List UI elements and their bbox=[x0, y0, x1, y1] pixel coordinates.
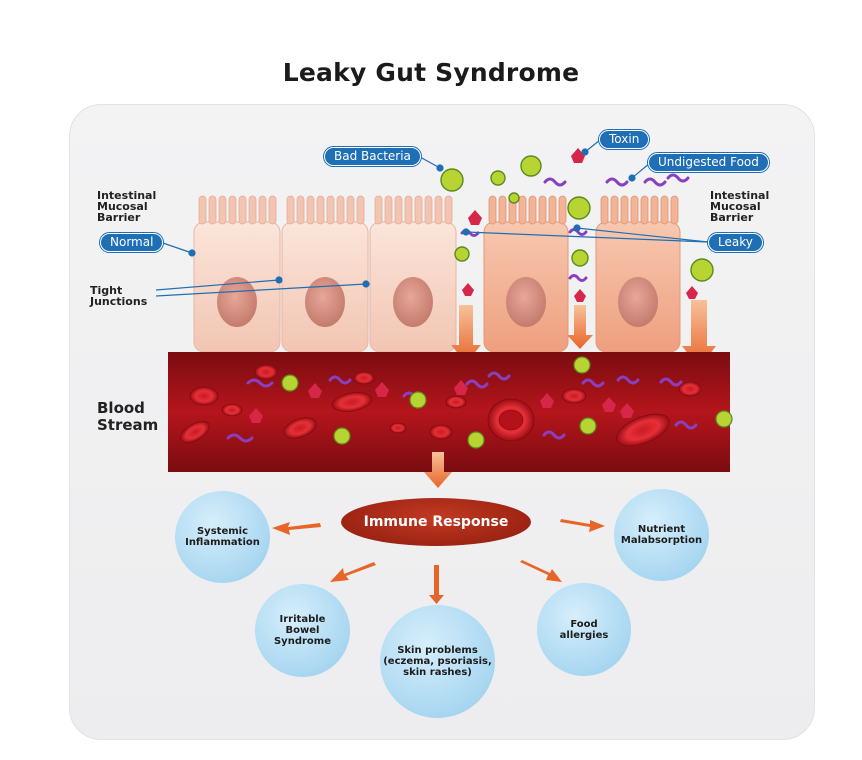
skin-line-2: (eczema, psoriasis, bbox=[383, 656, 492, 667]
tight-junctions-line-1: Tight bbox=[90, 284, 123, 297]
normal-cells bbox=[193, 195, 457, 353]
immune-response-node: Immune Response bbox=[341, 498, 531, 546]
barrier-right-line-1: Intestinal bbox=[710, 189, 770, 202]
systemic-line-2: Inflammation bbox=[185, 537, 260, 548]
ibs-line-2: Bowel bbox=[285, 625, 320, 636]
food-line-1: Food bbox=[570, 618, 598, 630]
barrier-left-line-1: Intestinal bbox=[97, 189, 157, 202]
nutrient-line-1: Nutrient bbox=[637, 524, 686, 535]
barrier-left-line-3: Barrier bbox=[97, 211, 141, 224]
diagram-title: Leaky Gut Syndrome bbox=[282, 58, 580, 87]
food-line-2: allergies bbox=[559, 629, 609, 641]
tight-junctions-label: Tight Junctions bbox=[90, 285, 147, 307]
barrier-left-line-2: Mucosal bbox=[97, 200, 148, 213]
blood-stream-line-2: Stream bbox=[97, 416, 159, 434]
leak-arrows bbox=[451, 300, 716, 368]
leaky-pill: Leaky bbox=[708, 233, 763, 252]
systemic-line-1: Systemic bbox=[196, 526, 248, 537]
toxin-pill: Toxin bbox=[599, 130, 650, 149]
barrier-right-line-2: Mucosal bbox=[710, 200, 761, 213]
nutrient-line-2: Malabsorption bbox=[620, 535, 703, 546]
barrier-right-line-3: Barrier bbox=[710, 211, 754, 224]
leaky-cells bbox=[483, 195, 681, 353]
normal-pill: Normal bbox=[100, 233, 164, 252]
barrier-label-left: Intestinal Mucosal Barrier bbox=[97, 190, 156, 223]
undigested-food-pill: Undigested Food bbox=[648, 153, 769, 172]
skin-line-3: skin rashes) bbox=[403, 667, 472, 678]
tight-junctions-line-2: Junctions bbox=[90, 295, 148, 308]
bad-bacteria-pill: Bad Bacteria bbox=[324, 147, 421, 166]
blood-stream-band bbox=[168, 352, 733, 472]
skin-line-1: Skin problems bbox=[397, 645, 478, 656]
ibs-line-1: Irritable bbox=[279, 614, 326, 625]
blood-stream-label: Blood Stream bbox=[97, 400, 158, 434]
lumen-particles bbox=[440, 148, 714, 302]
pointer-lines bbox=[155, 139, 709, 297]
response-arrows bbox=[272, 452, 605, 604]
outcome-skin-problems: Skin problems(eczema, psoriasis,skin ras… bbox=[380, 605, 495, 718]
blood-stream-line-1: Blood bbox=[97, 399, 145, 417]
ibs-line-3: Syndrome bbox=[273, 636, 331, 647]
barrier-label-right: Intestinal Mucosal Barrier bbox=[710, 190, 769, 223]
